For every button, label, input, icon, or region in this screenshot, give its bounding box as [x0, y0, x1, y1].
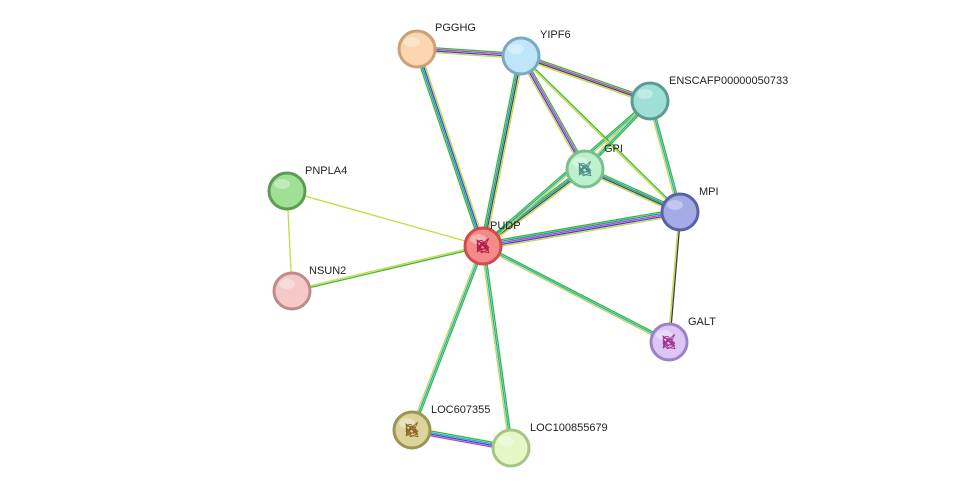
- edge-pudp-pgghg[interactable]: [414, 48, 486, 247]
- edge-pudp-pnpla4[interactable]: [286, 190, 484, 247]
- edge-evidence-line: [286, 190, 484, 247]
- edge-evidence-line: [669, 212, 682, 343]
- edge-evidence-line: [482, 209, 680, 246]
- edge-evidence-line: [412, 246, 486, 431]
- edge-evidence-line: [481, 55, 521, 246]
- edge-evidence-line: [482, 245, 670, 343]
- node-circle[interactable]: [491, 428, 531, 468]
- node-nsun2[interactable]: NSUN2: [272, 265, 346, 311]
- edge-evidence-line: [483, 244, 671, 342]
- edge-pudp-loc607355[interactable]: [409, 245, 486, 431]
- node-circle[interactable]: [267, 171, 307, 211]
- edge-evidence-line: [417, 48, 485, 246]
- node-label: ENSCAFP00000050733: [669, 75, 788, 87]
- node-loc607355[interactable]: LOC607355: [392, 404, 490, 450]
- node-label: GPI: [604, 143, 623, 155]
- edge-evidence-line: [519, 56, 680, 214]
- edge-evidence-line: [482, 208, 680, 244]
- edge-yipf6-enscafp00000050733[interactable]: [519, 53, 652, 104]
- node-circle[interactable]: [397, 29, 437, 69]
- edge-evidence-line: [480, 246, 511, 449]
- edge-mpi-galt[interactable]: [667, 211, 682, 343]
- edge-evidence-line: [521, 55, 587, 169]
- node-loc100855679[interactable]: LOC100855679: [491, 422, 608, 468]
- node-highlight: [279, 279, 295, 289]
- edge-evidence-line: [483, 214, 681, 250]
- edge-evidence-line: [521, 54, 682, 212]
- node-label: GALT: [688, 316, 716, 328]
- edge-evidence-line: [484, 170, 587, 249]
- edge-evidence-line: [409, 245, 483, 430]
- edge-pudp-loc100855679[interactable]: [480, 245, 514, 449]
- edge-evidence-line: [480, 55, 520, 246]
- edge-evidence-line: [418, 48, 486, 246]
- node-galt[interactable]: GALT: [649, 316, 716, 362]
- edge-evidence-line: [481, 99, 650, 246]
- node-label: PNPLA4: [305, 165, 347, 177]
- edge-pudp-yipf6[interactable]: [480, 55, 524, 247]
- protein-structure-icon: [405, 422, 419, 438]
- edge-evidence-line: [667, 211, 680, 342]
- edge-pudp-galt[interactable]: [481, 244, 671, 344]
- protein-structure-icon: [578, 161, 592, 177]
- edge-evidence-line: [520, 56, 650, 103]
- edge-evidence-line: [519, 57, 650, 104]
- node-highlight: [667, 200, 683, 210]
- edge-evidence-line: [291, 244, 483, 291]
- node-highlight: [637, 89, 653, 99]
- node-label: PGGHG: [435, 22, 476, 34]
- edge-evidence-line: [415, 49, 483, 247]
- node-pnpla4[interactable]: PNPLA4: [267, 165, 347, 211]
- edge-evidence-line: [519, 56, 585, 170]
- edge-evidence-line: [483, 245, 514, 448]
- edge-evidence-line: [292, 246, 484, 293]
- edge-yipf6-gpi[interactable]: [518, 54, 588, 171]
- node-label: NSUN2: [309, 265, 346, 277]
- edge-evidence-line: [521, 53, 652, 100]
- node-label: YIPF6: [540, 29, 571, 41]
- node-highlight: [656, 330, 672, 340]
- edge-evidence-line: [414, 49, 482, 247]
- node-highlight: [470, 234, 486, 244]
- node-label: MPI: [699, 186, 719, 198]
- edge-evidence-line: [481, 246, 669, 344]
- edge-evidence-line: [482, 245, 512, 449]
- edge-evidence-line: [522, 54, 588, 169]
- node-mpi[interactable]: MPI: [660, 186, 719, 232]
- edge-evidence-line: [483, 212, 681, 249]
- node-highlight: [274, 179, 290, 189]
- node-pudp[interactable]: PUDP: [463, 220, 521, 266]
- node-circle[interactable]: [272, 271, 312, 311]
- node-highlight: [404, 37, 420, 47]
- edge-pudp-nsun2[interactable]: [291, 244, 484, 293]
- node-gpi[interactable]: GPI: [565, 143, 623, 189]
- edge-evidence-line: [518, 56, 584, 171]
- node-yipf6[interactable]: YIPF6: [501, 29, 571, 76]
- node-highlight: [508, 44, 524, 54]
- edge-evidence-line: [483, 56, 523, 247]
- edge-yipf6-mpi[interactable]: [519, 54, 682, 214]
- edge-evidence-line: [521, 54, 651, 101]
- node-circle[interactable]: [630, 81, 670, 121]
- node-label: LOC607355: [431, 404, 490, 416]
- node-highlight: [572, 157, 588, 167]
- edge-evidence-line: [483, 169, 586, 248]
- edge-pudp-mpi[interactable]: [482, 208, 681, 250]
- protein-structure-icon: [662, 334, 676, 350]
- protein-structure-icon: [476, 238, 490, 254]
- node-label: LOC100855679: [530, 422, 608, 434]
- node-circle[interactable]: [501, 36, 541, 76]
- node-enscafp00000050733[interactable]: ENSCAFP00000050733: [630, 75, 788, 121]
- node-label: PUDP: [490, 220, 521, 232]
- edge-evidence-line: [484, 56, 524, 247]
- node-pgghg[interactable]: PGGHG: [397, 22, 476, 69]
- edge-evidence-line: [482, 211, 681, 247]
- edge-evidence-line: [482, 167, 585, 246]
- node-highlight: [399, 418, 415, 428]
- node-highlight: [498, 436, 514, 446]
- node-circle[interactable]: [660, 192, 700, 232]
- edge-evidence-line: [411, 245, 484, 431]
